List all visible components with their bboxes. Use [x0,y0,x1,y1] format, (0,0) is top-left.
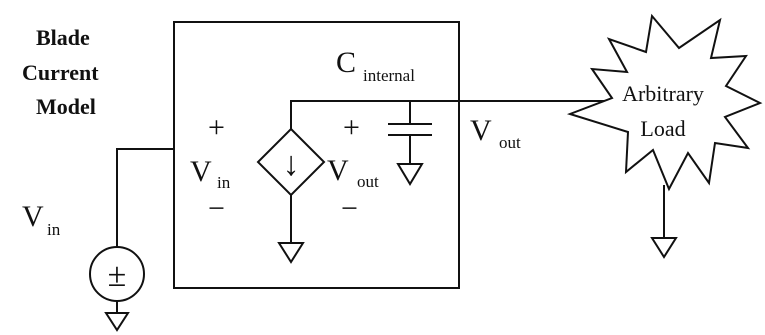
cap-label-sub: internal [363,66,415,85]
vout-node-label: V [470,114,492,147]
model-label-line2: Current [22,60,99,85]
vin-label-sub: in [217,173,231,192]
dep-source-ground-icon [277,242,305,264]
arbitrary-load [566,13,763,192]
vin-label: V [190,155,212,188]
voltage-source [89,246,145,302]
load-label-line1: Arbitrary [622,81,704,106]
cap-label: C [336,46,356,79]
vout-node-label-sub: out [499,133,521,152]
vout-inner-label: V [327,154,349,187]
source-top-wire [116,148,175,249]
source-ground-icon [104,312,130,332]
output-minus: − [341,192,358,225]
input-plus: + [208,111,225,144]
cap-ground-icon [396,163,424,186]
current-arrow-icon: ↓ [283,146,300,183]
model-label-line3: Model [36,94,96,119]
model-box [173,21,460,289]
source-label-sub: in [47,220,61,239]
load-ground-icon [650,237,678,259]
dep-source-top-wire [290,100,651,130]
vout-inner-label-sub: out [357,172,379,191]
load-label-line2: Load [640,116,685,141]
voltage-source-symbol: ± [108,257,127,294]
output-plus: + [343,111,360,144]
source-label: V [22,200,44,233]
input-minus: − [208,192,225,225]
model-label-line1: Blade [36,25,90,50]
